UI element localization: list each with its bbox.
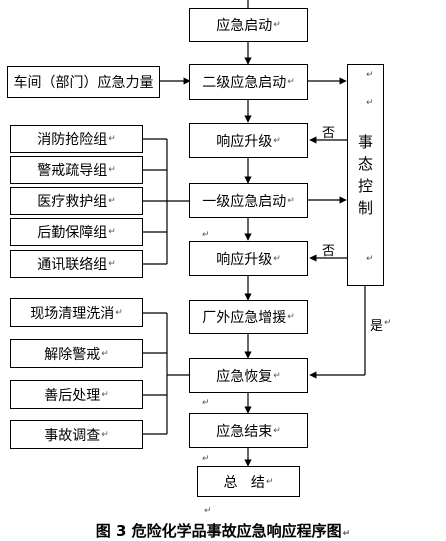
box-task-aftermath: 善后处理↵ [10, 380, 143, 409]
box-label: 医疗救护组 [37, 194, 108, 210]
box-label: 厂外应急增援 [202, 310, 287, 326]
paragraph-mark: ↵ [273, 253, 281, 264]
box-label: 后勤保障组 [37, 225, 108, 241]
paragraph-mark: ↵ [115, 307, 123, 318]
box-label: 应急结束 [216, 423, 273, 440]
box-label: 现场清理洗消 [30, 305, 115, 322]
paragraph-mark: ↵ [287, 312, 295, 322]
box-label: 解除警戒 [44, 346, 101, 363]
box-task-investigation: 事故调查↵ [10, 420, 143, 449]
box-group-communication: 通讯联络组↵ [10, 250, 143, 278]
box-group-logistics: 后勤保障组↵ [10, 218, 143, 246]
paragraph-mark: ↵ [101, 389, 109, 400]
caption-text: 图 3 危险化学品事故应急响应程序图 [95, 522, 342, 540]
paragraph-mark: ↵ [204, 506, 212, 516]
paragraph-mark: ↵ [108, 259, 116, 269]
box-upgrade-1: 响应升级↵ [189, 123, 308, 158]
paragraph-mark: ↵ [265, 476, 274, 487]
paragraph-mark: ↵ [101, 429, 109, 440]
box-label: 响应升级 [216, 133, 273, 150]
box-label: 警戒疏导组 [37, 163, 108, 179]
paragraph-mark: ↵ [101, 348, 109, 359]
paragraph-mark: ↵ [273, 370, 281, 381]
box-event-control: 事 态 控 制 [347, 64, 384, 286]
paragraph-mark: ↵ [108, 134, 116, 144]
paragraph-mark: ↵ [342, 529, 351, 539]
paragraph-mark: ↵ [202, 398, 210, 408]
box-recovery: 应急恢复↵ [189, 358, 308, 393]
paragraph-mark: ↵ [273, 425, 281, 436]
box-task-cleanup: 现场清理洗消↵ [10, 298, 143, 327]
box-label: 车间（部门）应急力量 [13, 75, 154, 91]
control-char: 控 [357, 177, 373, 195]
box-emergency-start: 应急启动↵ [189, 8, 308, 42]
control-char: 制 [357, 199, 373, 217]
paragraph-mark: ↵ [366, 254, 374, 264]
box-level2-start: 二级应急启动↵ [189, 64, 308, 100]
paragraph-mark: ↵ [366, 98, 374, 108]
box-level1-start: 一级应急启动↵ [189, 183, 308, 218]
label-yes: 是 [370, 319, 384, 334]
box-workshop-force: 车间（部门）应急力量 [7, 66, 160, 98]
paragraph-mark: ↵ [384, 318, 392, 328]
paragraph-mark: ↵ [366, 70, 374, 80]
box-label: 一级应急启动 [202, 193, 287, 210]
label-no-1: 否 [322, 126, 336, 141]
paragraph-mark: ↵ [273, 20, 281, 30]
box-label: 消防抢险组 [37, 132, 108, 148]
control-char: 态 [357, 155, 373, 173]
paragraph-mark: ↵ [287, 77, 295, 87]
box-group-medical: 医疗救护组↵ [10, 187, 143, 215]
box-end: 应急结束↵ [189, 413, 308, 448]
box-upgrade-2: 响应升级↵ [189, 241, 308, 276]
label-no-2: 否 [322, 244, 336, 259]
box-label: 二级应急启动 [202, 75, 287, 91]
box-group-guard: 警戒疏导组↵ [10, 156, 143, 184]
paragraph-mark: ↵ [108, 196, 116, 206]
box-label: 应急恢复 [216, 368, 273, 385]
paragraph-mark: ↵ [273, 135, 281, 146]
control-char: 事 [357, 133, 373, 151]
box-external-support: 厂外应急增援↵ [189, 300, 308, 334]
box-label: 总 结 [223, 474, 265, 491]
paragraph-mark: ↵ [108, 227, 116, 237]
paragraph-mark: ↵ [108, 165, 116, 175]
box-label: 善后处理 [44, 387, 101, 404]
box-summary: 总 结↵ [197, 466, 300, 497]
box-label: 通讯联络组 [37, 257, 108, 273]
paragraph-mark: ↵ [202, 230, 210, 240]
box-group-fire: 消防抢险组↵ [10, 125, 143, 153]
box-label: 事故调查 [44, 427, 101, 444]
box-label: 响应升级 [216, 251, 273, 268]
paragraph-mark: ↵ [287, 195, 295, 206]
figure-caption: 图 3 危险化学品事故应急响应程序图↵ [0, 520, 446, 541]
box-label: 应急启动 [216, 18, 273, 34]
box-task-lift-alert: 解除警戒↵ [10, 339, 143, 368]
paragraph-mark: ↵ [202, 454, 210, 464]
